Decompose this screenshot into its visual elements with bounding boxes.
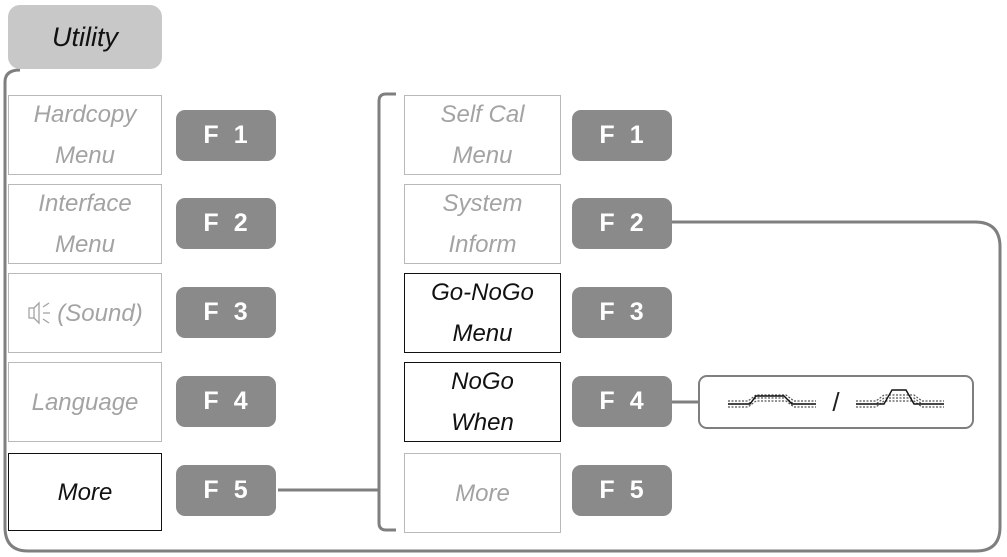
menu-text: Self Cal — [440, 101, 525, 128]
menu-text: System — [442, 190, 523, 217]
menu-text: NoGo — [451, 368, 514, 395]
waveform-outside-icon[interactable] — [854, 387, 946, 418]
key-number: 4 — [233, 387, 249, 415]
key-letter: F — [203, 209, 220, 237]
menu-text: Language — [31, 388, 139, 416]
menu-text: Menu — [54, 142, 116, 169]
menu-text: Hardcopy — [33, 101, 137, 128]
hardcopy-menu-label: Hardcopy Menu — [8, 95, 162, 175]
key-number: 4 — [629, 387, 645, 415]
utility-button[interactable]: Utility — [8, 5, 162, 69]
system-inform-label: System Inform — [404, 184, 561, 264]
key-number: 2 — [629, 209, 645, 237]
key-number: 5 — [233, 476, 249, 504]
key-letter: F — [599, 387, 616, 415]
menu-text: Go-NoGo — [431, 279, 534, 306]
key-letter: F — [599, 121, 616, 149]
menu-text: Menu — [452, 142, 513, 169]
key-number: 1 — [629, 121, 645, 149]
menu-text: Inform — [448, 231, 517, 258]
submenu-bracket — [377, 92, 396, 532]
menu-text: Menu — [452, 320, 513, 347]
more-menu-label-right: More — [404, 453, 561, 533]
key-letter: F — [203, 121, 220, 149]
interface-menu-label: Interface Menu — [8, 184, 162, 264]
self-cal-menu-label: Self Cal Menu — [404, 95, 561, 175]
language-menu-label: Language — [8, 362, 162, 442]
key-letter: F — [599, 298, 616, 326]
key-number: 1 — [233, 121, 249, 149]
sound-menu-label: (Sound) — [8, 273, 162, 353]
menu-text: When — [451, 409, 514, 436]
nogo-when-label: NoGo When — [404, 362, 561, 442]
speaker-icon — [27, 298, 53, 328]
key-number: 3 — [233, 298, 249, 326]
key-letter: F — [203, 387, 220, 415]
menu-text: Menu — [54, 231, 116, 258]
utility-label: Utility — [52, 21, 118, 52]
system-inform-connector-line — [3, 68, 1002, 553]
menu-text: Interface — [38, 190, 132, 217]
menu-text: More — [57, 478, 113, 506]
key-letter: F — [203, 476, 220, 504]
menu-text: (Sound) — [57, 299, 143, 327]
key-number: 3 — [629, 298, 645, 326]
more-menu-label-left: More — [8, 453, 162, 531]
key-number: 2 — [233, 209, 249, 237]
menu-text: More — [455, 479, 510, 507]
key-number: 5 — [629, 476, 645, 504]
key-letter: F — [599, 476, 616, 504]
go-nogo-menu-label: Go-NoGo Menu — [404, 273, 561, 353]
option-separator: / — [832, 386, 840, 417]
key-letter: F — [203, 298, 220, 326]
nogo-when-options: / — [698, 375, 974, 429]
key-letter: F — [599, 209, 616, 237]
waveform-inside-icon[interactable] — [726, 387, 818, 418]
